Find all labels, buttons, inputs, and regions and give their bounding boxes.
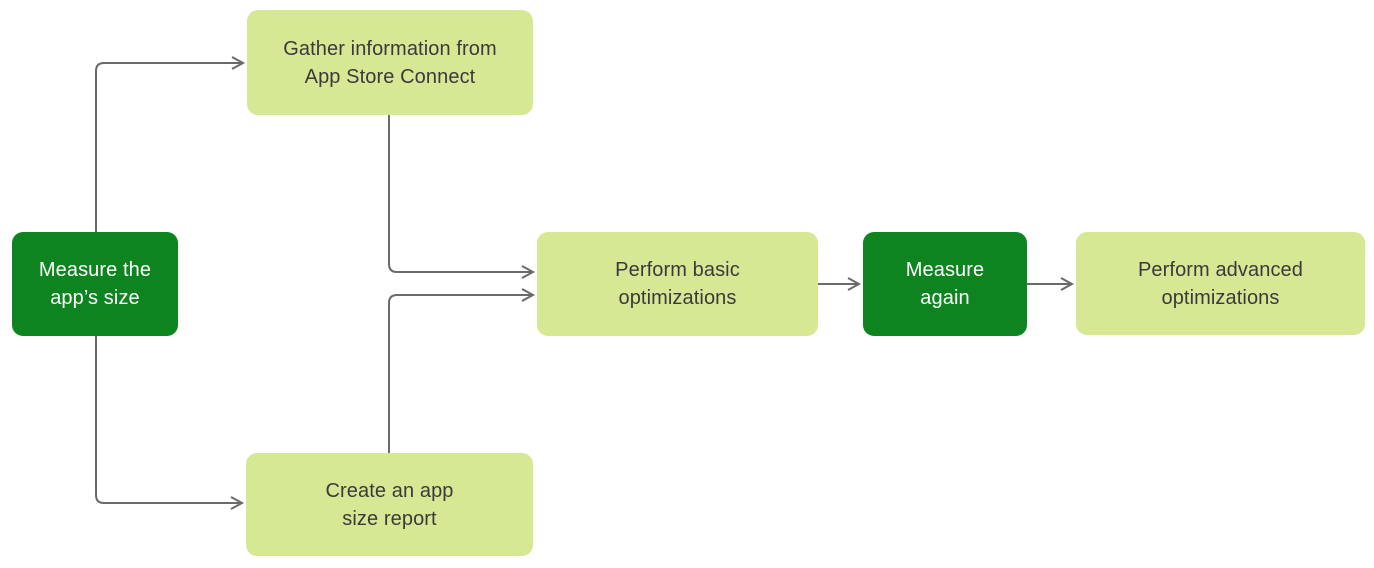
node-label-line: Perform basic	[615, 259, 740, 281]
node-label-line: size report	[342, 507, 437, 530]
node-perform-basic-optimizations: Perform basic optimizations	[537, 232, 818, 336]
node-label-line: Measure the	[38, 259, 152, 281]
node-label-line: Gather information from	[283, 37, 497, 60]
node-measure-apps-size: Measure the app’s size	[12, 232, 178, 336]
node-measure-again: Measure again	[863, 232, 1027, 336]
edge-gather-info-to-basic-opt	[388, 115, 536, 279]
edge-create-report-to-basic-opt	[388, 288, 536, 453]
node-gather-information-app-store-connect: Gather information from App Store Connec…	[247, 10, 533, 115]
node-perform-advanced-optimizations: Perform advanced optimizations	[1076, 232, 1365, 335]
edge-measure-size-to-create-report	[95, 336, 245, 510]
edge-measure-size-to-gather-info	[95, 56, 246, 232]
node-label-line: optimizations	[618, 287, 737, 309]
node-label-line: optimizations	[1161, 286, 1280, 309]
node-label-line: App Store Connect	[304, 65, 476, 88]
node-label-line: Perform advanced	[1137, 258, 1304, 281]
node-label-line: Measure	[905, 259, 985, 281]
node-label-line: app’s size	[50, 287, 140, 309]
node-create-app-size-report: Create an app size report	[246, 453, 533, 556]
node-label-line: again	[920, 287, 970, 309]
node-label-line: Create an app	[325, 479, 454, 502]
